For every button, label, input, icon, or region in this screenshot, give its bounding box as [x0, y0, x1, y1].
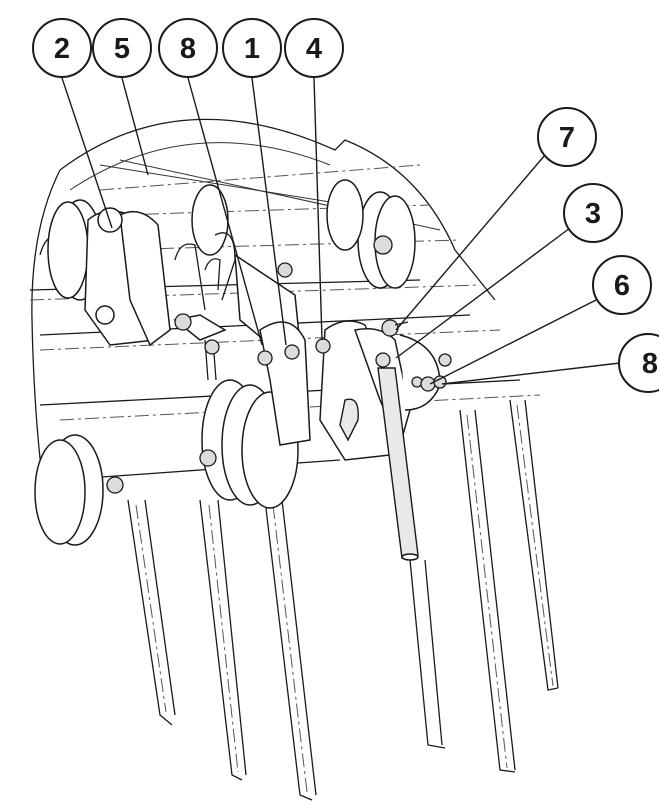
leader-3: [395, 227, 571, 359]
fasteners: [106, 235, 452, 494]
callout-label: 5: [114, 33, 130, 65]
leader-8a: [187, 77, 263, 346]
callout-label: 2: [54, 33, 70, 65]
callout-6: 6: [592, 255, 652, 315]
leader-4: [313, 77, 323, 341]
callout-7: 7: [537, 107, 597, 167]
callout-8-right: 8: [618, 333, 659, 393]
callout-2: 2: [32, 18, 92, 78]
callout-label: 7: [559, 122, 575, 154]
callout-label: 3: [585, 198, 601, 230]
callout-label: 6: [614, 270, 630, 302]
callout-label: 8: [180, 33, 196, 65]
leader-7: [395, 154, 546, 331]
handle-lever: [377, 367, 419, 561]
leader-6: [429, 299, 597, 385]
leader-lines: [61, 77, 621, 385]
leader-8b: [441, 362, 621, 385]
tines: [127, 399, 559, 801]
callout-3: 3: [563, 183, 623, 243]
callout-5: 5: [92, 18, 152, 78]
callout-1: 1: [222, 18, 282, 78]
callout-label: 4: [306, 33, 322, 65]
linch-pin: [173, 232, 236, 381]
callout-8: 8: [158, 18, 218, 78]
callout-4: 4: [284, 18, 344, 78]
leader-2: [61, 77, 113, 229]
callout-label: 1: [244, 33, 260, 65]
callout-label: 8: [642, 348, 658, 380]
leader-1: [251, 77, 287, 346]
leader-5: [121, 77, 149, 176]
